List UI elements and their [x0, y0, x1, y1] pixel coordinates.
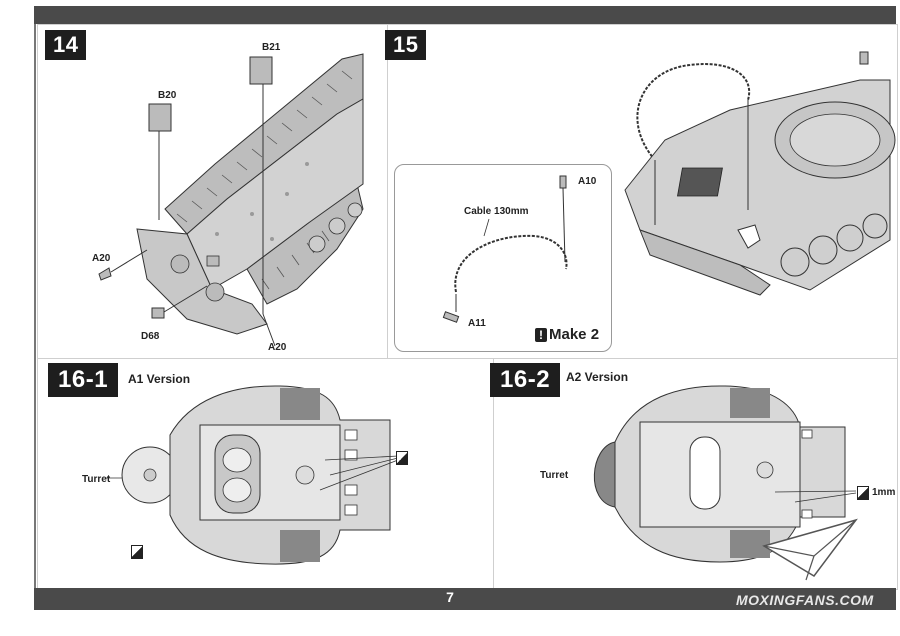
part-b21-label: B21 — [262, 42, 281, 53]
step-14-number: 14 — [45, 30, 87, 60]
page-edge — [34, 24, 36, 590]
watermark: MOXINGFANS.COM — [736, 592, 874, 608]
bottom-bar — [34, 588, 896, 610]
drill-size-label: 1mm — [872, 487, 896, 498]
cable-subassembly-box — [394, 164, 612, 352]
cable-subassembly-drawing — [442, 175, 568, 323]
page-number: 7 — [446, 589, 454, 605]
step-15-tank-drawing — [624, 51, 896, 296]
cable-label: Cable 130mm — [464, 206, 529, 217]
part-a20-bottom-label: A20 — [268, 342, 287, 353]
part-b20-label: B20 — [158, 90, 177, 101]
step-16-1-hull-topview — [105, 385, 399, 565]
step-16-2-hull-topview — [593, 385, 857, 563]
make-2-note: !Make 2 — [535, 326, 599, 343]
step-16-1-number: 16-1 — [48, 363, 119, 397]
drill-icon-16-2 — [857, 486, 869, 500]
step-15-number: 15 — [385, 30, 427, 60]
step-16-2-number: 16-2 — [490, 363, 561, 397]
cement-icon-16-1 — [131, 545, 143, 559]
part-a11-label: A11 — [468, 318, 486, 329]
step-16-1-version: A1 Version — [128, 372, 191, 386]
warning-icon: ! — [535, 328, 547, 342]
part-a20-label: A20 — [92, 253, 111, 264]
turret-label-16-1: Turret — [82, 474, 111, 485]
top-bar — [34, 6, 896, 24]
turret-label-16-2: Turret — [540, 470, 569, 481]
drill-icon-16-1 — [396, 451, 408, 465]
part-a10-label: A10 — [578, 176, 597, 187]
step-16-2-version: A2 Version — [566, 370, 629, 384]
paper-plane-logo — [762, 518, 858, 581]
part-d68-label: D68 — [141, 331, 160, 342]
step-14-hull-drawing — [98, 53, 364, 347]
